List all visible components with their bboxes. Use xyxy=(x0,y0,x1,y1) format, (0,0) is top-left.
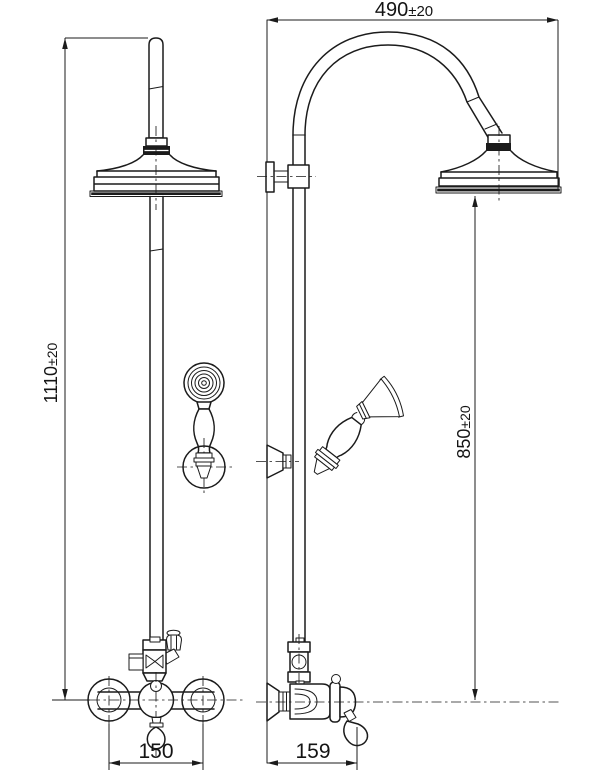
dim-label-total-height: 1110±20 xyxy=(41,342,61,403)
side-view xyxy=(256,19,562,764)
mixer-valve-front xyxy=(87,672,245,756)
hand-shower-holder-side xyxy=(256,444,299,479)
dimension-overhead-height: 850±20 xyxy=(454,196,478,700)
hand-shower-holder-front xyxy=(177,438,232,496)
dim-label-overhead-height: 850±20 xyxy=(454,405,474,459)
hand-shower-side xyxy=(313,375,404,475)
dimension-total-height: 1110±20 xyxy=(41,37,148,701)
dimension-wall-projection: 159 xyxy=(267,727,358,770)
overhead-shower-head-front xyxy=(89,126,223,210)
overhead-shower-head-side xyxy=(435,126,562,202)
dim-label-top-width: 490±20 xyxy=(375,0,433,21)
dim-label-valve-spacing: 150 xyxy=(138,740,173,763)
dimension-valve-spacing: 150 xyxy=(108,724,204,770)
lever-handle-front xyxy=(146,717,166,750)
dimension-top-width: 490±20 xyxy=(267,0,559,190)
diverter-valve-side xyxy=(287,634,311,690)
dim-label-wall-projection: 159 xyxy=(295,740,330,763)
gooseneck-arc-side xyxy=(292,31,503,140)
wall-bracket-side xyxy=(257,161,316,193)
riser-pipe-front xyxy=(149,195,164,641)
top-pipe-front xyxy=(148,37,164,139)
lever-handle-side xyxy=(343,709,369,747)
diverter-valve-front xyxy=(128,629,182,682)
mixer-valve-side xyxy=(266,674,357,723)
hand-shower-front xyxy=(183,362,225,454)
riser-pipe-side xyxy=(292,134,306,643)
front-view xyxy=(87,37,245,756)
